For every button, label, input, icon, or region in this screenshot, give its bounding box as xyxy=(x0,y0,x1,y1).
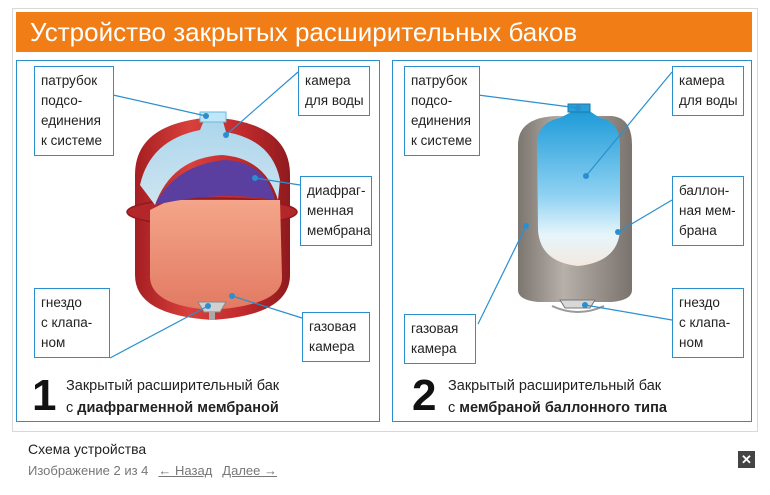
next-link[interactable]: Далее → xyxy=(222,463,277,478)
right-leader-lines xyxy=(477,71,673,325)
image-counter: Изображение 2 из 4 xyxy=(28,463,149,478)
left-caption-line1: Закрытый расширительный бак xyxy=(66,378,280,394)
right-label-valve: гнездо с клапа- ном xyxy=(672,288,744,358)
left-caption-line2: с диафрагменной мембраной xyxy=(66,400,279,416)
right-label-gas: газовая камера xyxy=(404,314,476,364)
banner: Устройство закрытых расширительных баков xyxy=(16,12,752,52)
left-label-gas: газовая камера xyxy=(302,312,370,362)
left-label-pipe: патрубок подсо- единения к системе xyxy=(34,66,114,156)
left-label-valve: гнездо с клапа- ном xyxy=(34,288,110,358)
left-number: 1 xyxy=(32,371,57,420)
image-caption-title: Схема устройства xyxy=(28,441,147,457)
prev-link[interactable]: ← Назад xyxy=(158,463,213,478)
right-label-water: камера для воды xyxy=(672,66,744,116)
diaphragm-tank xyxy=(126,111,298,320)
right-label-pipe: патрубок подсо- единения к системе xyxy=(404,66,480,156)
left-label-water: камера для воды xyxy=(298,66,370,116)
right-caption-line1: Закрытый расширительный бак xyxy=(448,378,662,394)
gallery-nav: Изображение 2 из 4 ← Назад Далее → xyxy=(28,463,277,478)
balloon-tank xyxy=(518,103,632,313)
left-leader-dots xyxy=(203,113,258,309)
close-button[interactable]: ✕ xyxy=(738,451,755,468)
right-label-membrane: баллон- ная мем- брана xyxy=(672,176,744,246)
right-leader-dots xyxy=(523,105,621,308)
right-caption-line2: с мембраной баллонного типа xyxy=(448,400,667,416)
right-number: 2 xyxy=(412,371,437,420)
banner-title: Устройство закрытых расширительных баков xyxy=(30,17,578,47)
left-leader-lines xyxy=(109,71,303,359)
left-label-membrane: диафраг- менная мембрана xyxy=(300,176,372,246)
